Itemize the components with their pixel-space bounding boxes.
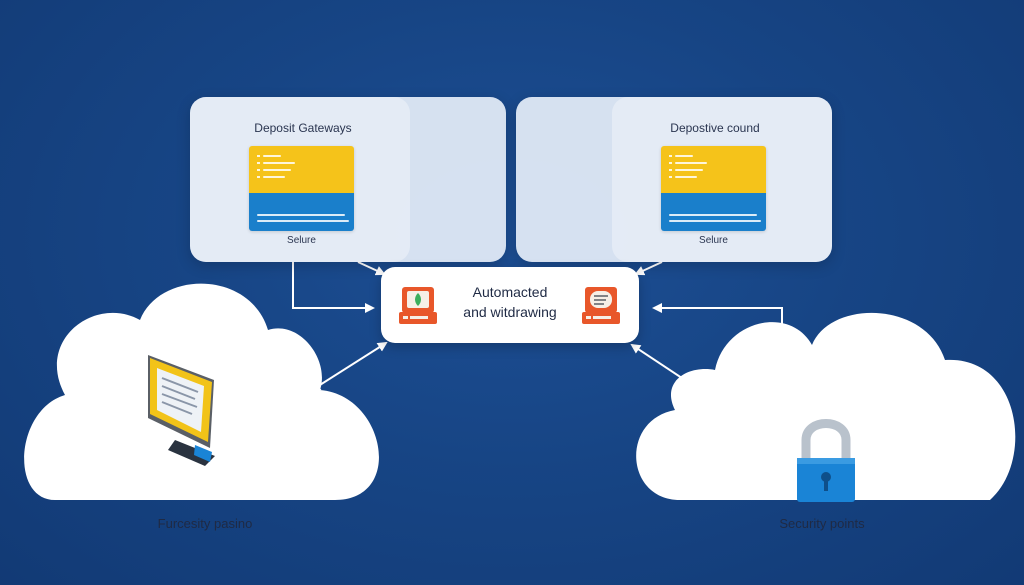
depostive-cound-panel: Depostive cound Selure <box>516 97 832 262</box>
automation-label: Automacted and witdrawing <box>451 282 569 322</box>
automation-label-line-1: Automacted <box>472 284 548 300</box>
gateway-card <box>249 146 354 231</box>
monitor-icon <box>148 355 215 466</box>
panel-title: Depostive cound <box>670 121 760 135</box>
connector-right-elbow <box>652 303 787 350</box>
connector-left-panel-elbow <box>292 262 375 313</box>
deposit-gateways-panel: Deposit Gateways Selure <box>190 97 506 262</box>
gateway-card <box>661 146 766 231</box>
connector-right-cloud <box>630 343 702 392</box>
cloud-label-right: Security points <box>779 516 865 531</box>
automation-label-line-2: and witdrawing <box>463 304 557 320</box>
padlock-icon <box>797 419 855 502</box>
panel-title: Deposit Gateways <box>254 121 352 135</box>
connectors <box>292 261 787 392</box>
cloud-label-left: Furcesity pasino <box>157 516 253 531</box>
card-caption: Selure <box>699 235 728 246</box>
cloud-right <box>636 312 1016 500</box>
connector-left-cloud <box>310 341 388 392</box>
connector-left-panel-diagonal <box>357 261 386 276</box>
automation-node: Automacted and witdrawing <box>381 267 639 343</box>
card-caption: Selure <box>287 235 316 246</box>
receipt-terminal-icon <box>582 287 620 324</box>
connector-right-panel-diagonal <box>634 261 663 276</box>
payment-terminal-icon <box>399 287 437 324</box>
